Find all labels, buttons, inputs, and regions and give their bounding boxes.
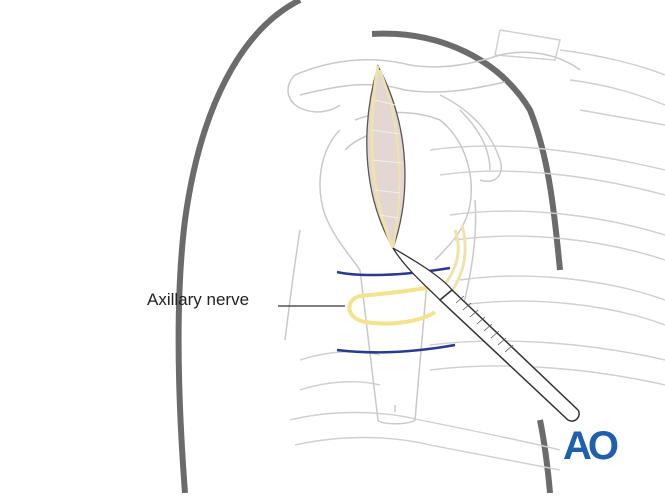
axillary-nerve-label: Axillary nerve	[147, 290, 250, 309]
body-outline-left	[175, 0, 302, 494]
suture-marks	[336, 266, 456, 354]
incision	[366, 64, 406, 250]
body-outline-right-lower	[537, 419, 553, 494]
body-outline-neck	[371, 30, 563, 271]
scalpel-icon	[392, 247, 580, 422]
ao-logo: AO	[563, 424, 619, 468]
ribcage	[289, 29, 665, 471]
axillary-nerve	[347, 283, 441, 326]
clavicle-scapula	[287, 51, 581, 182]
